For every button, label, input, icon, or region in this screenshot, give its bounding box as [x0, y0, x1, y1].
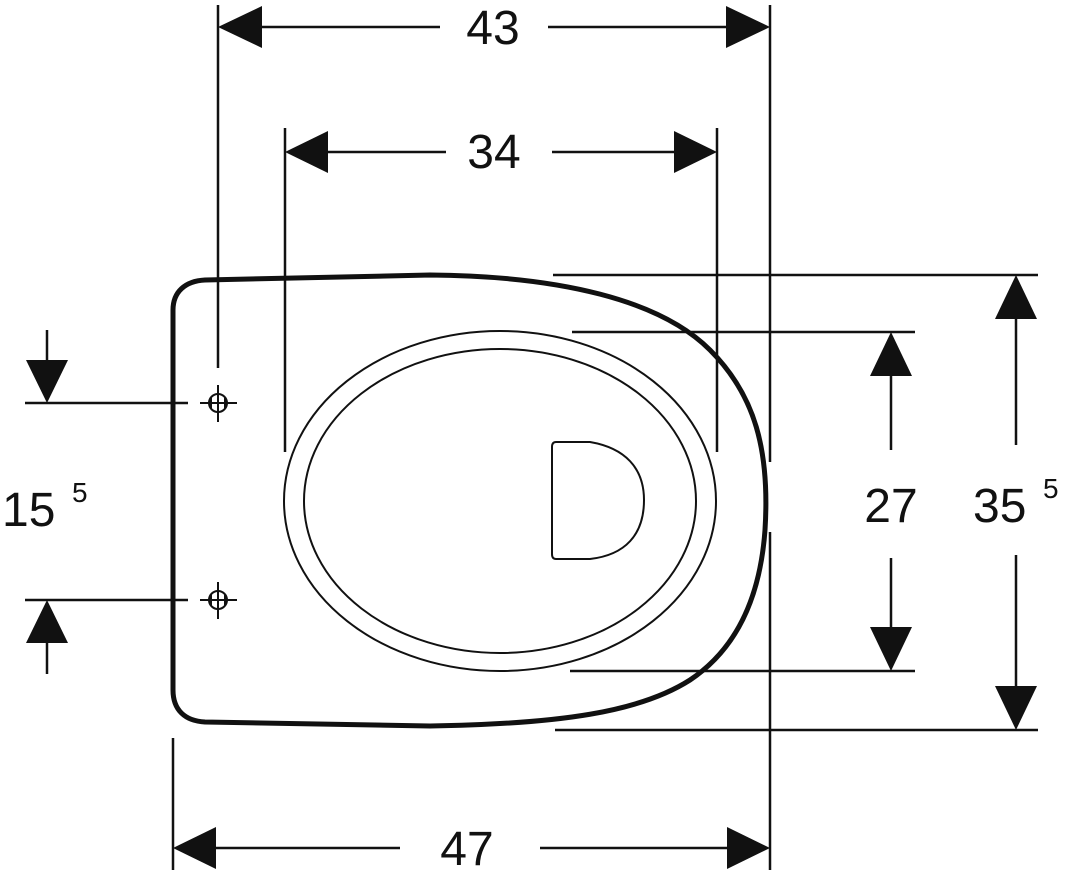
drain-outlet	[551, 441, 646, 560]
dimension-label-35: 35	[973, 480, 1026, 533]
dimension-label-15: 15	[2, 484, 55, 537]
dimension-27: 27	[570, 330, 918, 673]
dimension-label-43: 43	[466, 2, 519, 55]
fixing-point-bottom	[200, 582, 237, 619]
bowl-rim-outer	[283, 330, 717, 672]
dimension-sup-35: 5	[1043, 473, 1059, 504]
dimension-label-27: 27	[864, 480, 917, 533]
dimension-47: 47	[171, 532, 772, 872]
dimension-label-47: 47	[440, 823, 493, 872]
dimension-15-5: 15 5	[2, 330, 188, 674]
dimension-label-34: 34	[467, 126, 520, 179]
toilet-outline	[170, 272, 769, 729]
dimension-35-5: 35 5	[553, 273, 1059, 732]
dimension-43: 43	[216, 2, 772, 462]
bowl-rim-inner	[303, 348, 697, 654]
dimension-sup-15: 5	[72, 477, 88, 508]
fixing-point-top	[200, 385, 237, 422]
dimension-34: 34	[283, 126, 719, 452]
